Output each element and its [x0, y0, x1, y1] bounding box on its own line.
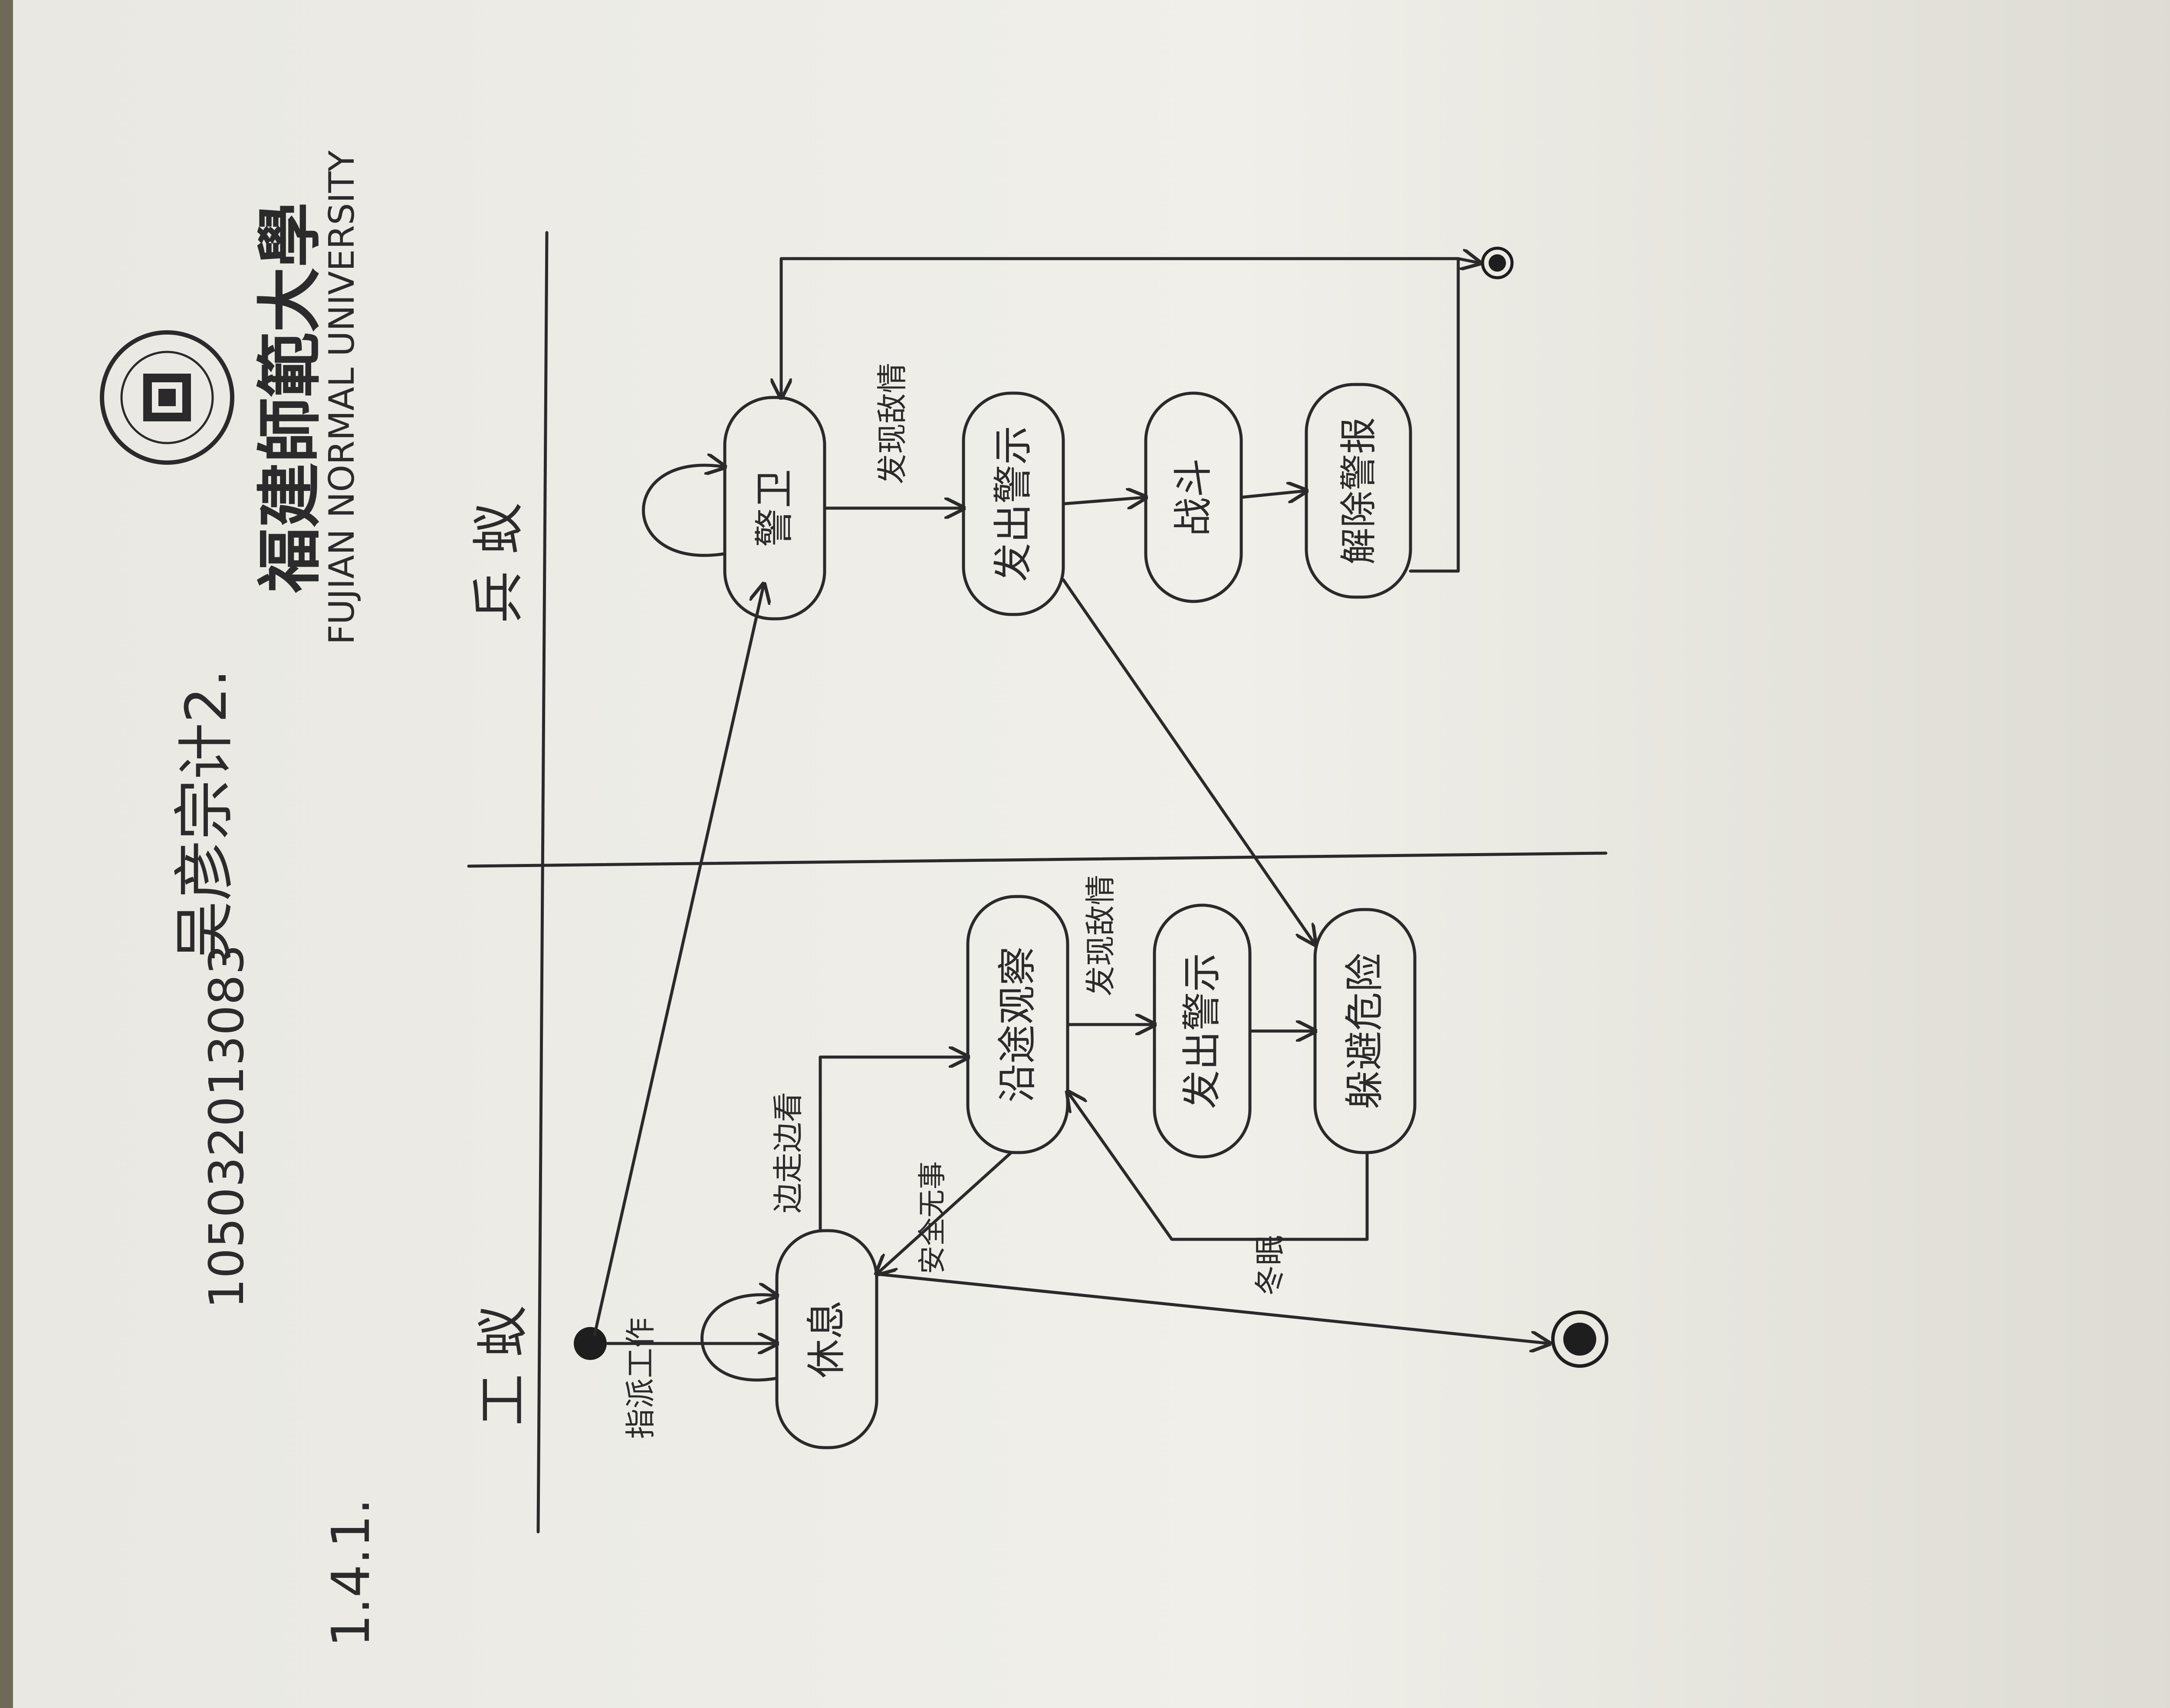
- lane-label-worker: 工 蚁: [473, 1305, 533, 1426]
- initial-state-node: [574, 1327, 607, 1360]
- final-state-node-worker: [1551, 1311, 1608, 1368]
- edge-fight-to-clear-alarm: [1240, 491, 1306, 497]
- lane-label-soldier: 兵 蚁: [469, 503, 529, 623]
- page-number-label: 1.4.1.: [321, 1498, 381, 1647]
- edge-patrol-to-rest: [877, 1151, 1013, 1274]
- edge-rest-to-patrol: [819, 1057, 968, 1232]
- label-found-enemy-soldier: 发现敌情: [875, 363, 910, 484]
- label-to-border: 边走边看: [770, 1092, 806, 1213]
- assignment-label: 计2.: [173, 669, 239, 779]
- state-clear-alarm-label: 解除警报: [1338, 417, 1381, 565]
- lane-top-line: [536, 231, 549, 1534]
- state-patrol-label: 沿途观察: [995, 946, 1040, 1103]
- state-rest-label: 休息: [804, 1300, 849, 1378]
- label-found-enemy-worker: 发现敌情: [1083, 875, 1118, 996]
- state-guard-label: 警卫: [752, 469, 797, 547]
- label-safe: 安全无事: [916, 1161, 949, 1274]
- edge-clear-alarm-to-end: [1457, 259, 1480, 263]
- state-soldier-warn-label: 发出警示: [990, 426, 1036, 582]
- edge-soldier-warn-to-fight: [1062, 497, 1146, 504]
- edge-start-to-guard: [593, 584, 764, 1337]
- label-end: 冬眠: [1252, 1235, 1288, 1296]
- self-loop-rest: [700, 1295, 777, 1382]
- university-name-en: FUJIAN NORMAL UNIVERSITY: [322, 150, 362, 644]
- university-name-cn: 福建師範大學: [253, 202, 328, 593]
- state-evade-label: 躲避危险: [1342, 953, 1387, 1109]
- state-worker-warn-label: 发出警示: [1179, 953, 1225, 1109]
- edge-rest-to-end: [875, 1272, 1549, 1343]
- lane-divider-line: [467, 851, 1608, 868]
- state-fight-label: 战斗: [1170, 458, 1216, 536]
- author-name: 吴彦宗: [170, 779, 240, 962]
- edge-evade-to-patrol: [1068, 1092, 1369, 1241]
- student-id: 105032013083: [199, 944, 254, 1309]
- paper-sheet: [13, 0, 2170, 1708]
- university-seal-logo: [100, 330, 234, 465]
- edge-soldier-warn-to-evade: [1062, 578, 1315, 944]
- self-loop-guard: [642, 465, 725, 557]
- label-assign-work: 指派工作: [623, 1317, 658, 1439]
